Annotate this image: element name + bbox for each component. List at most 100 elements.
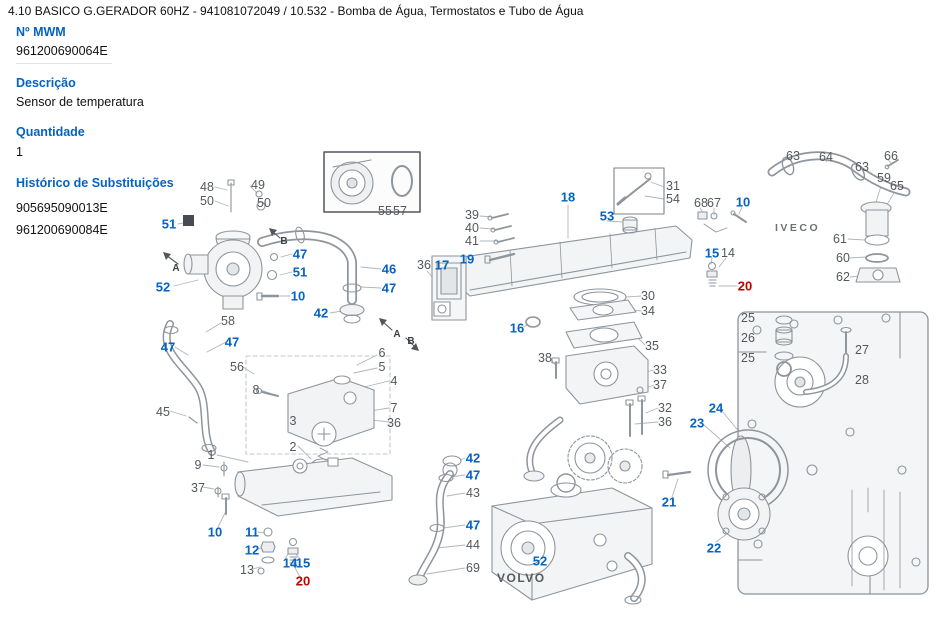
thermostat-housing-sketch: [214, 355, 391, 498]
callout-62[interactable]: 62: [836, 269, 850, 284]
callout-27[interactable]: 27: [855, 342, 869, 357]
callout-24[interactable]: 24: [708, 400, 724, 416]
callout-54[interactable]: 54: [666, 191, 680, 206]
volvo-label: VOLVO: [497, 571, 546, 585]
callout-44[interactable]: 44: [466, 537, 480, 552]
callout-10[interactable]: 10: [207, 524, 223, 540]
callout-55[interactable]: 55: [378, 203, 392, 218]
callout-46[interactable]: 46: [381, 261, 397, 277]
callout-20[interactable]: 20: [737, 278, 753, 294]
callout-42[interactable]: 42: [465, 450, 481, 466]
callout-47[interactable]: 47: [465, 467, 481, 483]
water-pump-sketch: [183, 179, 280, 310]
callout-35[interactable]: 35: [645, 338, 659, 353]
callout-51[interactable]: 51: [161, 216, 177, 232]
bottom-hose-sketch: [408, 455, 462, 586]
callout-47[interactable]: 47: [224, 334, 240, 350]
callout-26[interactable]: 26: [741, 330, 755, 345]
callout-25[interactable]: 25: [741, 310, 755, 325]
callout-61[interactable]: 61: [833, 231, 847, 246]
history-value: 961200690084E: [16, 223, 108, 237]
callout-53[interactable]: 53: [599, 208, 615, 224]
callout-1[interactable]: 1: [207, 447, 215, 462]
callout-20[interactable]: 20: [295, 573, 311, 589]
callout-32[interactable]: 32: [658, 400, 672, 415]
callout-47[interactable]: 47: [160, 339, 176, 355]
callout-36[interactable]: 36: [658, 414, 672, 429]
callout-60[interactable]: 60: [836, 250, 850, 265]
callout-52[interactable]: 52: [155, 279, 171, 295]
callout-6[interactable]: 6: [378, 345, 386, 360]
callout-56[interactable]: 56: [230, 359, 244, 374]
connector-parts-sketch: [697, 210, 747, 287]
callout-42[interactable]: 42: [313, 305, 329, 321]
callout-14[interactable]: 14: [721, 245, 735, 260]
callout-50[interactable]: 50: [200, 193, 214, 208]
callout-45[interactable]: 45: [156, 404, 170, 419]
callout-30[interactable]: 30: [641, 288, 655, 303]
callout-10[interactable]: 10: [290, 288, 306, 304]
callout-68[interactable]: 68: [694, 195, 708, 210]
callout-52[interactable]: 52: [532, 553, 548, 569]
callout-63[interactable]: 63: [855, 159, 869, 174]
callout-19[interactable]: 19: [459, 251, 475, 267]
callout-67[interactable]: 67: [707, 195, 721, 210]
callout-37[interactable]: 37: [653, 377, 667, 392]
callout-65[interactable]: 65: [890, 178, 904, 193]
callout-5[interactable]: 5: [378, 359, 386, 374]
callout-40[interactable]: 40: [465, 220, 479, 235]
callout-14[interactable]: 14: [282, 555, 298, 571]
callout-37[interactable]: 37: [191, 480, 205, 495]
callout-48[interactable]: 48: [200, 179, 214, 194]
callout-15[interactable]: 15: [295, 555, 311, 571]
callout-2[interactable]: 2: [289, 439, 297, 454]
callout-50[interactable]: 50: [257, 195, 271, 210]
callout-66[interactable]: 66: [884, 148, 898, 163]
callout-16[interactable]: 16: [509, 320, 525, 336]
callout-31[interactable]: 31: [666, 178, 680, 193]
volvo-housing-sketch: [491, 473, 653, 605]
callout-8[interactable]: 8: [252, 382, 260, 397]
callout-9[interactable]: 9: [194, 457, 202, 472]
callout-15[interactable]: 15: [704, 245, 720, 261]
callout-39[interactable]: 39: [465, 207, 479, 222]
callout-58[interactable]: 58: [221, 313, 235, 328]
callout-3[interactable]: 3: [289, 413, 297, 428]
callout-47[interactable]: 47: [292, 246, 308, 262]
callout-36[interactable]: 36: [417, 257, 431, 272]
mwm-value: 961200690064E: [16, 44, 108, 58]
callout-69[interactable]: 69: [466, 560, 480, 575]
callout-18[interactable]: 18: [560, 189, 576, 205]
callout-25[interactable]: 25: [741, 350, 755, 365]
callout-10[interactable]: 10: [735, 194, 751, 210]
view-letter-A: A: [172, 263, 180, 274]
callout-13[interactable]: 13: [240, 562, 254, 577]
quantity-value: 1: [16, 145, 23, 159]
callout-17[interactable]: 17: [434, 257, 450, 273]
thermostat-photo-sketch: [323, 151, 421, 213]
callout-59[interactable]: 59: [877, 170, 891, 185]
callout-21[interactable]: 21: [661, 494, 677, 510]
callout-49[interactable]: 49: [251, 177, 265, 192]
callout-4[interactable]: 4: [390, 373, 398, 388]
callout-63[interactable]: 63: [786, 148, 800, 163]
callout-64[interactable]: 64: [819, 149, 833, 164]
pump-mount-sketch: [662, 429, 789, 541]
callout-12[interactable]: 12: [244, 542, 260, 558]
callout-41[interactable]: 41: [465, 233, 479, 248]
callout-23[interactable]: 23: [689, 415, 705, 431]
callout-7[interactable]: 7: [390, 400, 398, 415]
callout-43[interactable]: 43: [466, 485, 480, 500]
callout-33[interactable]: 33: [653, 362, 667, 377]
callout-47[interactable]: 47: [465, 517, 481, 533]
right-hose-sketch: [767, 151, 911, 283]
callout-22[interactable]: 22: [706, 540, 722, 556]
callout-47[interactable]: 47: [381, 280, 397, 296]
callout-11[interactable]: 11: [245, 524, 259, 540]
callout-57[interactable]: 57: [393, 203, 407, 218]
callout-28[interactable]: 28: [855, 372, 869, 387]
callout-34[interactable]: 34: [641, 303, 655, 318]
callout-38[interactable]: 38: [538, 350, 552, 365]
callout-51[interactable]: 51: [292, 264, 308, 280]
callout-36[interactable]: 36: [387, 415, 401, 430]
